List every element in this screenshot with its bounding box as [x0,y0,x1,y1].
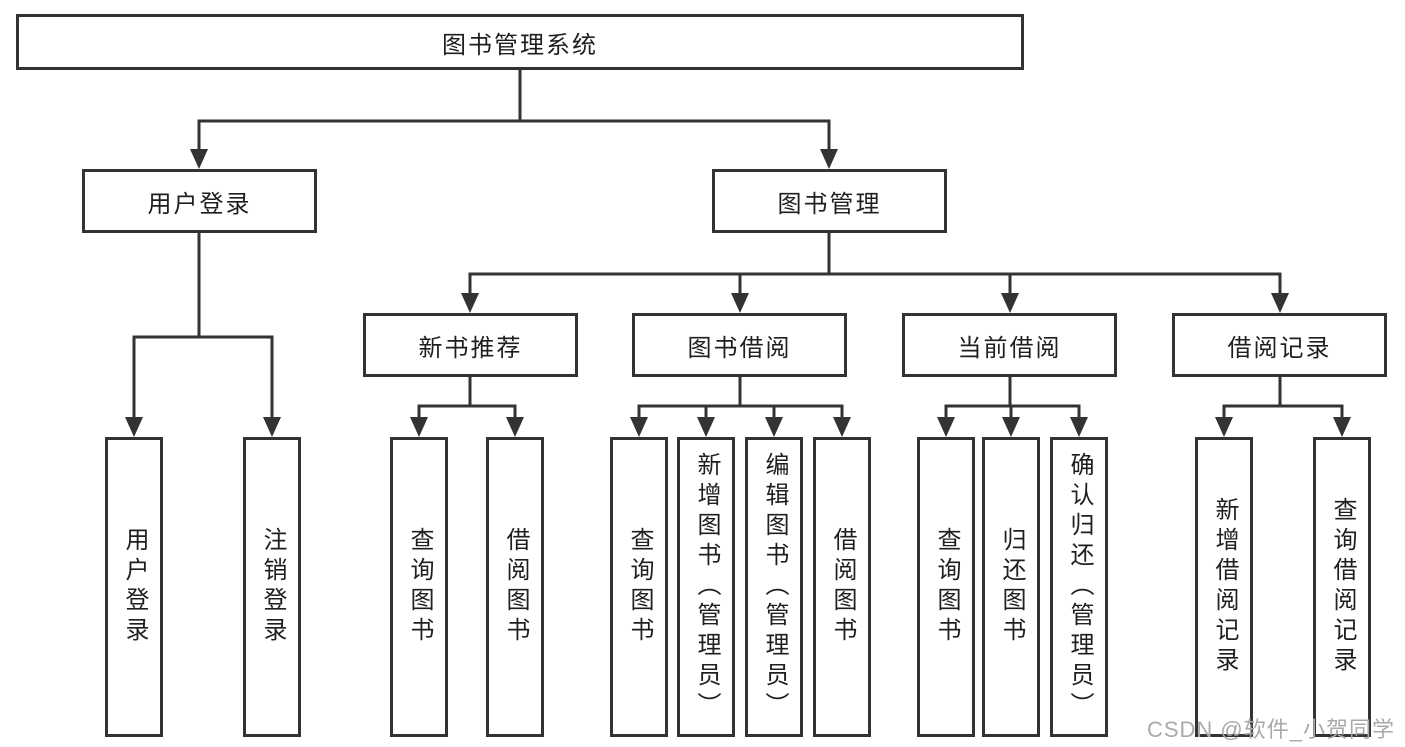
arrowheads [125,149,1351,437]
leaf-logout-label: 注销登录 [259,527,286,647]
leaf-return-books-label: 归还图书 [998,527,1025,647]
leaf-query-books-current: 查询图书 [917,437,975,737]
node-borrow-records-label: 借阅记录 [1227,334,1332,362]
node-book-management: 图书管理 [712,169,947,233]
node-new-book-recommend-label: 新书推荐 [418,334,523,362]
leaf-query-books-borrow: 查询图书 [610,437,668,737]
leaf-query-borrow-record: 查询借阅记录 [1313,437,1371,737]
node-user-login-label: 用户登录 [147,190,252,218]
leaf-user-login: 用户登录 [105,437,163,737]
leaf-query-books-current-label: 查询图书 [933,527,960,647]
leaf-return-books: 归还图书 [982,437,1040,737]
leaf-confirm-return-admin-label: 确认归还（管理员） [1066,452,1093,722]
leaf-confirm-return-admin: 确认归还（管理员） [1050,437,1108,737]
node-borrow-records: 借阅记录 [1172,313,1387,377]
leaf-query-books-recommend: 查询图书 [390,437,448,737]
leaf-edit-books-admin: 编辑图书（管理员） [745,437,803,737]
node-root: 图书管理系统 [16,14,1024,70]
node-book-borrow-label: 图书借阅 [687,334,792,362]
leaf-add-borrow-record-label: 新增借阅记录 [1211,497,1238,677]
leaf-logout: 注销登录 [243,437,301,737]
watermark: CSDN @软件_小贺同学 [1146,717,1395,742]
leaf-borrow-books-label: 借阅图书 [829,527,856,647]
node-user-login: 用户登录 [82,169,317,233]
leaf-query-books-recommend-label: 查询图书 [406,527,433,647]
node-new-book-recommend: 新书推荐 [363,313,578,377]
leaf-borrow-books: 借阅图书 [813,437,871,737]
leaf-add-books-admin-label: 新增图书（管理员） [693,452,720,722]
leaf-user-login-label: 用户登录 [121,527,148,647]
leaf-edit-books-admin-label: 编辑图书（管理员） [761,452,788,722]
node-current-borrow: 当前借阅 [902,313,1117,377]
node-book-management-label: 图书管理 [777,190,882,218]
leaf-query-borrow-record-label: 查询借阅记录 [1329,497,1356,677]
leaf-add-books-admin: 新增图书（管理员） [677,437,735,737]
leaf-borrow-books-recommend-label: 借阅图书 [502,527,529,647]
leaf-add-borrow-record: 新增借阅记录 [1195,437,1253,737]
leaf-borrow-books-recommend: 借阅图书 [486,437,544,737]
leaf-query-books-borrow-label: 查询图书 [626,527,653,647]
node-current-borrow-label: 当前借阅 [957,334,1062,362]
node-book-borrow: 图书借阅 [632,313,847,377]
node-root-label: 图书管理系统 [442,31,598,59]
